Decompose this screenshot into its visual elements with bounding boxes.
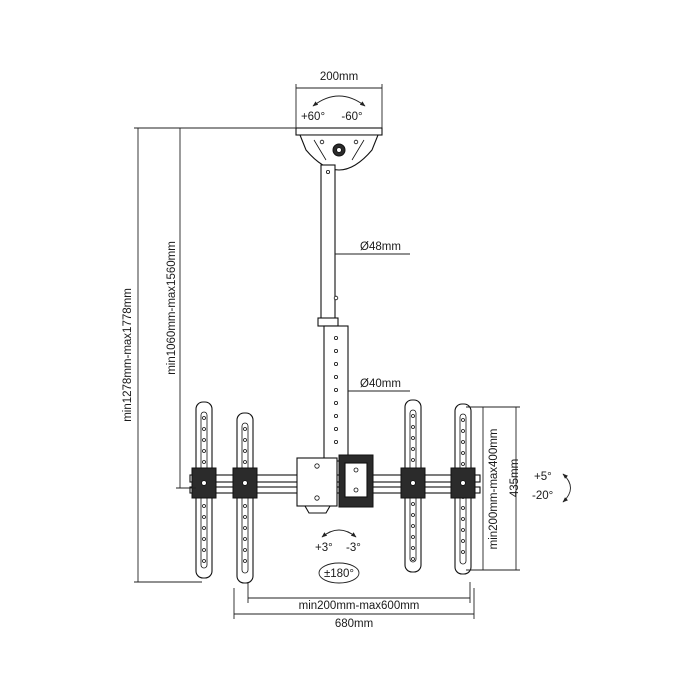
- arm-hole: [411, 502, 415, 506]
- clamp-knob: [410, 480, 416, 486]
- ceiling-swivel-minus-label: -60°: [341, 111, 362, 123]
- pole-hole: [333, 348, 338, 353]
- arm-hole: [461, 440, 465, 444]
- arm-hole: [243, 449, 247, 453]
- arm-hole: [202, 427, 206, 431]
- pole-hole: [333, 335, 338, 340]
- ceiling-plate-width-label: 200mm: [320, 71, 358, 83]
- tilt-plus-label: +5°: [534, 471, 552, 483]
- arm-hole: [411, 524, 415, 528]
- level-minus-label: -3°: [346, 542, 361, 554]
- arm-hole: [202, 559, 206, 563]
- arm-hole: [411, 458, 415, 462]
- ceiling-plate: [295, 127, 383, 171]
- arm-hole: [461, 506, 465, 510]
- arm-hole: [243, 537, 247, 541]
- pole-hole: [333, 400, 338, 405]
- arm-hole: [243, 427, 247, 431]
- pole-holes: [333, 335, 338, 444]
- vesa-vertical-label: min200mm-max400mm: [488, 429, 500, 550]
- overall-width-label: 680mm: [335, 618, 373, 630]
- upper-pole-diameter-label: Ø48mm: [360, 241, 401, 253]
- vesa-horizontal-label: min200mm-max600mm: [299, 600, 420, 612]
- arm-hole: [411, 557, 415, 561]
- clamp-knob: [242, 480, 248, 486]
- arm-hole: [202, 515, 206, 519]
- pole-hole: [333, 374, 338, 379]
- ceiling-swivel-plus-label: +60°: [301, 111, 325, 123]
- arm-hole: [461, 418, 465, 422]
- arm-hole: [243, 526, 247, 530]
- pole-hole: [333, 439, 338, 444]
- arm-hole: [243, 504, 247, 508]
- arm-hole: [461, 451, 465, 455]
- lower-pole: [323, 325, 349, 462]
- lower-pole-diameter-label: Ø40mm: [360, 378, 401, 390]
- arm-hole: [411, 513, 415, 517]
- arm-hole: [243, 559, 247, 563]
- arm-hole: [461, 528, 465, 532]
- arm-hole: [411, 447, 415, 451]
- arm-hole: [461, 517, 465, 521]
- clamp-knob: [201, 480, 207, 486]
- arm-hole: [243, 515, 247, 519]
- arm-hole: [202, 548, 206, 552]
- arm-hole: [411, 546, 415, 550]
- upper-pole: [317, 164, 339, 327]
- pole-length-label: min1060mm-max1560mm: [166, 241, 178, 375]
- arm-hole: [202, 438, 206, 442]
- vesa-arm: [191, 401, 217, 579]
- vesa-arm: [450, 403, 476, 575]
- arm-hole: [411, 535, 415, 539]
- center-hub: [296, 454, 374, 514]
- arm-hole: [411, 436, 415, 440]
- arm-hole: [461, 550, 465, 554]
- arm-hole: [202, 537, 206, 541]
- arm-hole: [411, 414, 415, 418]
- arm-hole: [411, 425, 415, 429]
- pole-hole: [333, 361, 338, 366]
- level-plus-label: +3°: [315, 542, 333, 554]
- vesa-arm: [400, 399, 426, 573]
- arm-hole: [202, 416, 206, 420]
- rotation-label: ±180°: [324, 568, 354, 580]
- arm-hole: [243, 438, 247, 442]
- vesa-arms: [191, 399, 476, 584]
- arm-hole: [461, 462, 465, 466]
- arm-hole: [202, 504, 206, 508]
- bracket-height-label: 435mm: [509, 459, 521, 497]
- vesa-arm: [232, 412, 258, 584]
- arm-hole: [243, 548, 247, 552]
- arm-hole: [202, 449, 206, 453]
- arm-hole: [202, 526, 206, 530]
- arm-hole: [461, 429, 465, 433]
- arm-hole: [243, 460, 247, 464]
- dimension-lines: [134, 84, 571, 619]
- arm-hole: [461, 539, 465, 543]
- pole-hole: [333, 387, 338, 392]
- arm-clamp: [232, 467, 258, 499]
- pole-hole: [333, 426, 338, 431]
- tilt-minus-label: -20°: [532, 490, 553, 502]
- arm-hole: [202, 460, 206, 464]
- total-height-label: min1278mm-max1778mm: [122, 288, 134, 422]
- clamp-knob: [460, 480, 466, 486]
- pole-hole: [333, 413, 338, 418]
